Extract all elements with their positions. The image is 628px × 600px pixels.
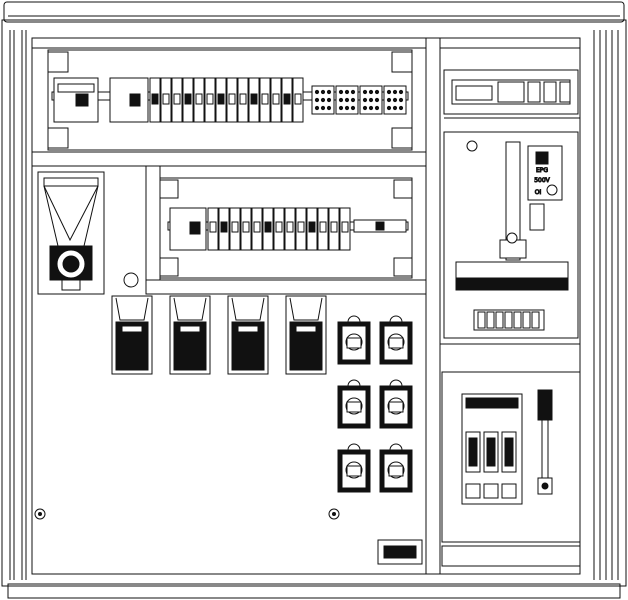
schuko-socket[interactable]	[380, 316, 412, 364]
upper-cable-channel	[32, 152, 426, 166]
schuko-socket[interactable]	[338, 444, 370, 492]
breaker-middle[interactable]	[263, 208, 273, 250]
right-frame	[594, 30, 618, 580]
breaker-middle[interactable]	[340, 208, 350, 250]
top-breaker-group	[150, 78, 303, 122]
breaker-middle[interactable]	[230, 208, 240, 250]
breaker-middle[interactable]	[274, 208, 284, 250]
switch-tag-label: EPG	[536, 167, 548, 174]
switch-clamp-row	[478, 312, 539, 328]
fuse-carrier[interactable]	[484, 432, 498, 498]
breaker-top[interactable]	[238, 78, 248, 122]
schuko-socket[interactable]	[338, 316, 370, 364]
terminal-block	[336, 86, 358, 114]
left-frame	[10, 30, 32, 580]
breaker-top[interactable]	[227, 78, 237, 122]
breaker-top[interactable]	[194, 78, 204, 122]
schuko-socket-grid	[338, 316, 412, 492]
breaker-middle[interactable]	[252, 208, 262, 250]
cee-socket-row	[112, 296, 326, 374]
schuko-socket[interactable]	[338, 380, 370, 428]
cee-socket-large[interactable]	[38, 172, 104, 294]
fuse-carrier[interactable]	[466, 432, 480, 498]
cee-socket[interactable]	[286, 296, 326, 374]
cee-socket[interactable]	[228, 296, 268, 374]
breaker-top[interactable]	[282, 78, 292, 122]
cee-socket[interactable]	[170, 296, 210, 374]
clamp-terminal	[523, 312, 530, 328]
middle-cable-channel	[146, 280, 426, 294]
breaker-top[interactable]	[293, 78, 303, 122]
switch-rating-label: 500V	[534, 177, 550, 184]
switch-disconnector-panel[interactable]: EPG 500V OI	[456, 141, 568, 330]
breaker-middle[interactable]	[318, 208, 328, 250]
breaker-top[interactable]	[216, 78, 226, 122]
vertical-partition	[426, 38, 440, 574]
breaker-middle[interactable]	[329, 208, 339, 250]
clamp-terminal	[532, 312, 539, 328]
rcd-device-middle[interactable]	[170, 208, 206, 250]
cable-gland	[124, 273, 138, 287]
breaker-middle[interactable]	[285, 208, 295, 250]
rcd-device-right[interactable]	[110, 78, 148, 122]
breaker-top[interactable]	[172, 78, 182, 122]
breaker-top[interactable]	[249, 78, 259, 122]
clamp-terminal	[478, 312, 485, 328]
schuko-socket[interactable]	[380, 380, 412, 428]
terminal-block	[360, 86, 382, 114]
fuse-carrier-group	[466, 432, 516, 498]
terminal-block	[384, 86, 406, 114]
cabinet-body	[2, 20, 626, 586]
top-terminal-group	[312, 86, 406, 114]
cabinet-roof	[4, 2, 624, 22]
middle-breaker-group	[208, 208, 350, 250]
breaker-middle[interactable]	[241, 208, 251, 250]
breaker-top[interactable]	[183, 78, 193, 122]
pe-busbar	[538, 390, 552, 494]
nameplate	[378, 540, 422, 564]
breaker-middle[interactable]	[296, 208, 306, 250]
switch-symbol-label: OI	[535, 189, 542, 196]
clamp-terminal	[505, 312, 512, 328]
breaker-middle[interactable]	[219, 208, 229, 250]
meter-din-device[interactable]	[452, 80, 570, 104]
schuko-socket[interactable]	[380, 444, 412, 492]
cee-socket[interactable]	[112, 296, 152, 374]
clamp-terminal	[514, 312, 521, 328]
clamp-terminal	[496, 312, 503, 328]
breaker-top[interactable]	[161, 78, 171, 122]
clamp-terminal	[487, 312, 494, 328]
breaker-middle[interactable]	[208, 208, 218, 250]
fuse-carrier[interactable]	[502, 432, 516, 498]
breaker-top[interactable]	[271, 78, 281, 122]
breaker-top[interactable]	[205, 78, 215, 122]
terminal-block	[312, 86, 334, 114]
breaker-middle[interactable]	[307, 208, 317, 250]
cabinet-plinth	[8, 584, 620, 598]
breaker-top[interactable]	[260, 78, 270, 122]
breaker-top[interactable]	[150, 78, 160, 122]
